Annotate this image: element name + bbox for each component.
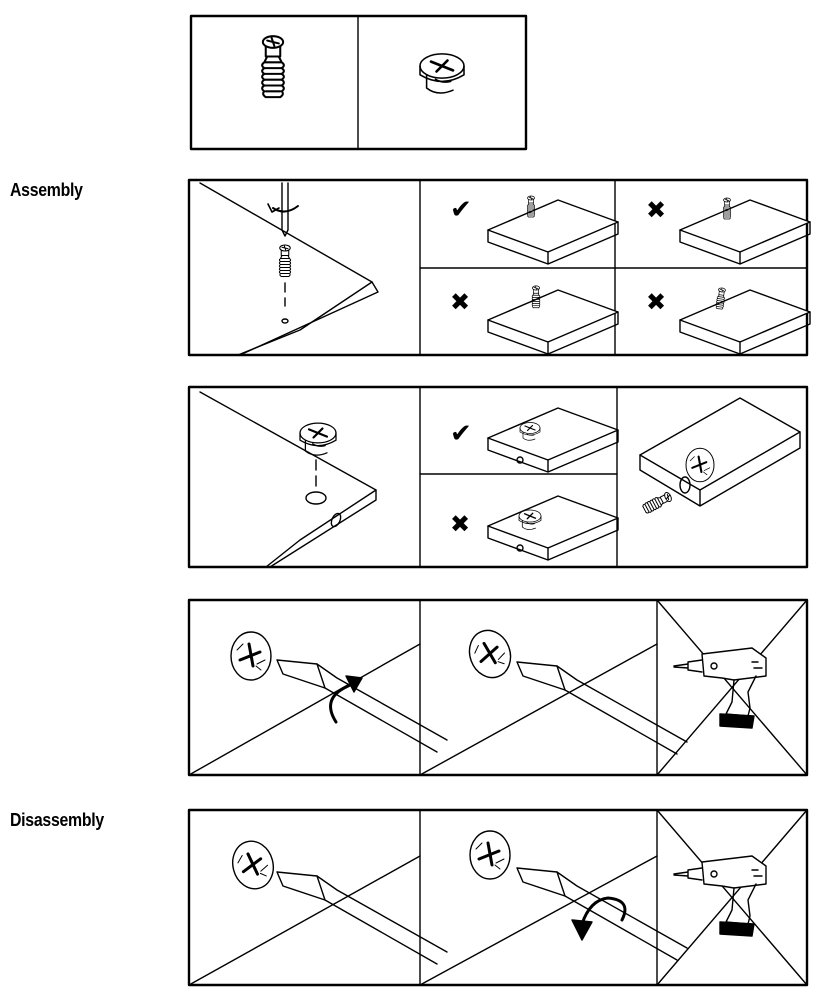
option-wrong-1: ✖ — [646, 196, 811, 265]
screwdriver-icon — [516, 867, 688, 961]
cam-top-view — [468, 829, 512, 881]
cam-lock-icon — [298, 422, 338, 457]
screwdriver-icon — [267, 182, 299, 237]
cross-mark-icon: ✖ — [646, 196, 666, 224]
assembled-joint — [639, 397, 801, 515]
step-unlock-cam — [187, 808, 809, 987]
cam-top-view — [225, 835, 281, 895]
drill-prohibited — [656, 809, 808, 986]
step-lock-cam — [187, 598, 809, 777]
option-correct: ✔ — [450, 407, 619, 473]
board-perspective — [199, 391, 377, 568]
check-mark-icon: ✔ — [450, 419, 472, 449]
option-wrong-3: ✖ — [646, 287, 811, 355]
option-correct: ✔ — [450, 195, 619, 265]
step-insert-cam: ✔ ✖ — [187, 385, 809, 569]
dowel-screw-icon — [278, 244, 292, 278]
board-perspective — [199, 182, 379, 356]
dowel-screw-icon — [641, 490, 674, 515]
check-mark-icon: ✔ — [450, 195, 472, 225]
cam-top-view — [461, 623, 519, 685]
assembly-label: Assembly — [10, 180, 83, 200]
drill-icon — [673, 647, 767, 729]
cam-top-view — [229, 630, 273, 682]
drill-icon — [673, 855, 767, 937]
drill-prohibited — [656, 599, 808, 776]
option-wrong-2: ✖ — [450, 285, 619, 355]
disassembly-label: Disassembly — [10, 810, 104, 830]
step-insert-dowel: ✔ ✖ ✖ ✖ — [187, 178, 811, 357]
option-wrong: ✖ — [450, 495, 619, 561]
cam-lock-icon — [418, 52, 466, 95]
dowel-screw-icon — [261, 35, 285, 99]
cross-mark-icon: ✖ — [450, 510, 470, 538]
cross-mark-icon: ✖ — [646, 288, 666, 316]
cross-mark-icon: ✖ — [450, 288, 470, 316]
screwdriver-icon — [276, 659, 448, 753]
screwdriver-icon — [276, 871, 448, 965]
rotate-clockwise-icon — [329, 675, 363, 724]
rotate-counterclockwise-icon — [571, 896, 627, 941]
parts-panel — [189, 14, 528, 151]
